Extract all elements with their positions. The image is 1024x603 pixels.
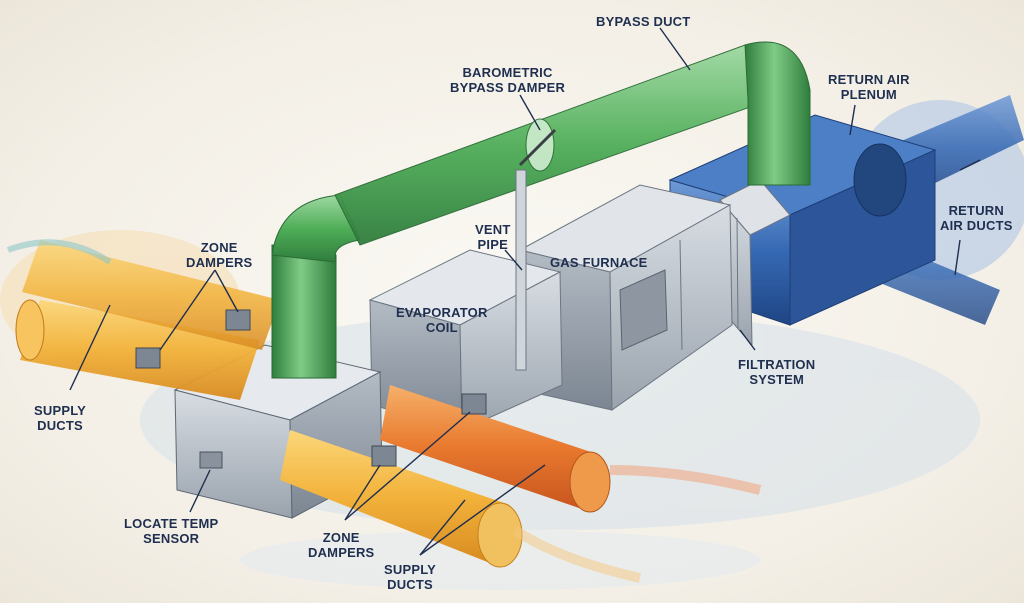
label-barometric-bypass-damper: BAROMETRIC BYPASS DAMPER bbox=[450, 65, 566, 95]
label-vent-pipe: VENT PIPE bbox=[475, 222, 511, 252]
leader-lines bbox=[69, 27, 981, 556]
label-return-air-plenum: RETURN AIR PLENUM bbox=[828, 72, 910, 102]
label-gas-furnace: GAS FURNACE bbox=[550, 255, 648, 270]
label-filtration-system: FILTRATION SYSTEM bbox=[738, 357, 816, 387]
label-zone-dampers-bottom: ZONE DAMPERS bbox=[308, 530, 375, 560]
label-locate-temp-sensor: LOCATE TEMP SENSOR bbox=[124, 516, 219, 546]
label-bypass-duct: BYPASS DUCT bbox=[596, 14, 691, 29]
label-supply-ducts-left: SUPPLY DUCTS bbox=[34, 403, 87, 433]
label-zone-dampers-top: ZONE DAMPERS bbox=[186, 240, 253, 270]
bypass-duct bbox=[271, 41, 811, 379]
label-evaporator-coil: EVAPORATOR COIL bbox=[396, 305, 488, 335]
label-return-air-ducts: RETURN AIR DUCTS bbox=[940, 203, 1013, 233]
label-supply-ducts-bottom: SUPPLY DUCTS bbox=[384, 562, 437, 592]
zone-damper-blocks bbox=[135, 309, 487, 467]
vent-pipe bbox=[515, 169, 527, 371]
